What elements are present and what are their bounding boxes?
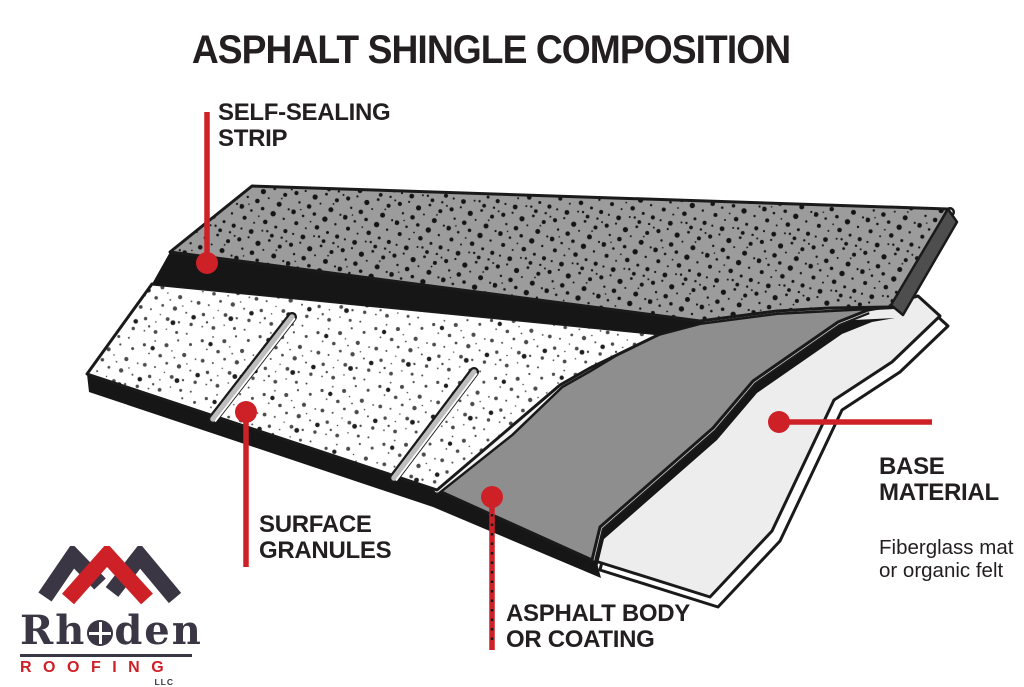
label-base-material-title: BASE MATERIAL [879, 453, 999, 506]
shingle-bottom-edge [87, 374, 601, 578]
leader-dot-base-material [768, 411, 790, 433]
label-self-sealing-strip: SELF-SEALING STRIP [218, 99, 391, 152]
label-surface-granules: SURFACE GRANULES [259, 511, 392, 564]
leader-dot-surface-granules [235, 401, 257, 423]
tab-slit [208, 312, 297, 424]
tab-slit [389, 367, 479, 483]
base-material-layer [590, 294, 950, 609]
leader-lines [204, 112, 932, 650]
label-base-material: BASE MATERIAL Fiberglass mat or organic … [879, 428, 1013, 608]
logo-name-prefix: Rh [20, 607, 87, 654]
logo-name-suffix: den [114, 607, 203, 654]
roof-chevrons-icon [38, 543, 182, 605]
gear-icon [87, 620, 114, 646]
page-title: ASPHALT SHINGLE COMPOSITION [191, 28, 791, 72]
corner-edge [889, 207, 959, 317]
leader-dot-self-sealing [196, 252, 218, 274]
label-base-material-sub: Fiberglass mat or organic felt [879, 536, 1014, 582]
logo-subtitle: ROOFING [20, 654, 192, 677]
leader-dots [196, 252, 790, 508]
logo-llc: LLC [154, 677, 174, 687]
leader-dot-asphalt-body [481, 486, 503, 508]
self-sealing-strip-band [152, 252, 705, 334]
label-asphalt-body: ASPHALT BODY OR COATING [506, 600, 690, 653]
